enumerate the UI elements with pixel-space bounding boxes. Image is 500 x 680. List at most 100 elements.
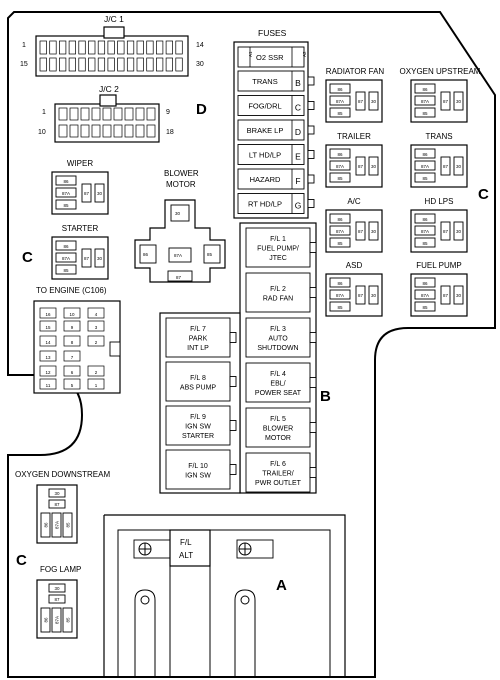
jc1-pin bbox=[49, 40, 57, 55]
jc1-pin bbox=[165, 57, 173, 72]
jc1-pin bbox=[126, 40, 135, 55]
to-engine-pin bbox=[63, 335, 81, 347]
jc1-pin bbox=[175, 40, 183, 55]
relay-ac-pin-87a: 87A bbox=[336, 229, 344, 234]
jc1-pin bbox=[156, 57, 164, 72]
to-engine-pin bbox=[39, 307, 57, 319]
section-label-c-left: C bbox=[22, 249, 33, 266]
alt-line1: F/L bbox=[180, 538, 192, 547]
relay-fuel-pump-pin-87a: 87A bbox=[421, 293, 429, 298]
section-label-d: D bbox=[196, 101, 207, 118]
relay-radiator-fan-pin-85: 85 bbox=[337, 111, 343, 116]
fusible-link-text: F/L 4 bbox=[270, 371, 286, 378]
relay-radiator-fan-pin-87: 87 bbox=[358, 99, 364, 104]
to-engine-pin-label: 6 bbox=[71, 370, 74, 375]
fuse-name: HAZARD bbox=[250, 175, 281, 184]
to-engine-pin-label: 15 bbox=[45, 325, 51, 330]
fusible-link-text: F/L 1 bbox=[270, 236, 286, 243]
relay-oxygen-downstream-title: OXYGEN DOWNSTREAM bbox=[15, 470, 110, 479]
relay-radiator-fan-pin-30: 30 bbox=[371, 99, 377, 104]
fuse-tab bbox=[307, 199, 315, 208]
relay-fuel-pump-pin-86: 86 bbox=[422, 281, 428, 286]
to-engine-pin bbox=[63, 307, 81, 319]
jc1-pin bbox=[136, 57, 144, 72]
to-engine-pin-label: 10 bbox=[69, 312, 75, 317]
alt-line2: ALT bbox=[179, 551, 193, 560]
jc2-pin bbox=[113, 107, 123, 121]
jc1-pin bbox=[146, 57, 154, 72]
jc1-pin bbox=[88, 40, 96, 55]
jc1-pin bbox=[107, 40, 115, 55]
jc1-pin bbox=[146, 40, 154, 55]
to-engine-pin-label: 13 bbox=[45, 355, 51, 360]
relay-hd-lps-pin-87: 87 bbox=[443, 229, 449, 234]
relay-oxygen-upstream-pin-30: 30 bbox=[456, 99, 462, 104]
jc2-pin bbox=[69, 124, 79, 138]
relay-fog-lamp-pin-87: 87 bbox=[54, 597, 60, 602]
to-engine-pin bbox=[39, 335, 57, 347]
relay-hd-lps-pin-87a: 87A bbox=[421, 229, 429, 234]
to-engine-pin bbox=[63, 320, 81, 332]
jc1-connector: J/C 1 1 14 15 30 bbox=[20, 14, 204, 77]
blower-pin-86: 86 bbox=[143, 252, 149, 257]
blower-motor-connector: BLOWER MOTOR 30 86 87A 85 87 bbox=[134, 169, 226, 283]
relay-oxygen-upstream-pin-85: 85 bbox=[422, 111, 428, 116]
jc1-pin bbox=[59, 57, 67, 72]
fusible-link-text: MOTOR bbox=[265, 435, 291, 442]
fusible-link-text: F/L 2 bbox=[270, 286, 286, 293]
jc1-pin bbox=[78, 57, 86, 72]
relay-trailer-pin-85: 85 bbox=[337, 176, 343, 181]
relay-fog-lamp-pin-86: 86 bbox=[44, 617, 49, 623]
to-engine-pin bbox=[39, 378, 57, 390]
to-engine-pin-label: 2 bbox=[95, 370, 98, 375]
jc2-pin bbox=[80, 107, 90, 121]
to-engine-pin-label: 14 bbox=[45, 340, 51, 345]
relay-radiator-fan-title: RADIATOR FAN bbox=[326, 67, 385, 76]
relay-wiper-pin-86: 86 bbox=[63, 179, 69, 184]
blower-pin-87a: 87A bbox=[174, 253, 182, 258]
blower-pin-85: 85 bbox=[207, 252, 213, 257]
jc1-pin bbox=[107, 57, 115, 72]
fusible-link-text: ABS PUMP bbox=[180, 384, 217, 391]
jc2-pin bbox=[124, 124, 134, 138]
to-engine-title: TO ENGINE (C106) bbox=[36, 286, 107, 295]
jc2-pin bbox=[113, 124, 123, 138]
to-engine-pin bbox=[63, 378, 81, 390]
fuse-slot bbox=[237, 119, 305, 141]
to-engine-pin bbox=[87, 335, 105, 347]
fuse-name: BRAKE LP bbox=[247, 126, 284, 135]
alt-area: F/L ALT bbox=[103, 514, 346, 677]
relay-trans-title: TRANS bbox=[425, 132, 452, 141]
relay-fuel-pump-pin-30: 30 bbox=[456, 293, 462, 298]
to-engine-pin-label: 5 bbox=[71, 383, 74, 388]
relay-fog-lamp-pin-87a: 87A bbox=[55, 616, 60, 624]
fusible-link-text: STARTER bbox=[182, 433, 214, 440]
jc2-pin bbox=[102, 107, 112, 121]
fusible-link-text: PWR OUTLET bbox=[255, 480, 302, 487]
relay-trailer-pin-86: 86 bbox=[337, 152, 343, 157]
fuse-name: TRANS bbox=[252, 77, 277, 86]
jc1-pin bbox=[156, 40, 164, 55]
relay-trans-pin-87: 87 bbox=[443, 164, 449, 169]
jc1-pin bbox=[78, 40, 86, 55]
relay-trailer-pin-87: 87 bbox=[358, 164, 364, 169]
to-engine-pin bbox=[63, 365, 81, 377]
relay-trailer-title: TRAILER bbox=[337, 132, 371, 141]
relay-asd-pin-86: 86 bbox=[337, 281, 343, 286]
to-engine-pin-label: 7 bbox=[71, 355, 74, 360]
to-engine-pin bbox=[39, 320, 57, 332]
relay-asd-pin-87: 87 bbox=[358, 293, 364, 298]
jc2-pin bbox=[58, 107, 68, 121]
relay-fuel-pump-title: FUEL PUMP bbox=[416, 261, 462, 270]
